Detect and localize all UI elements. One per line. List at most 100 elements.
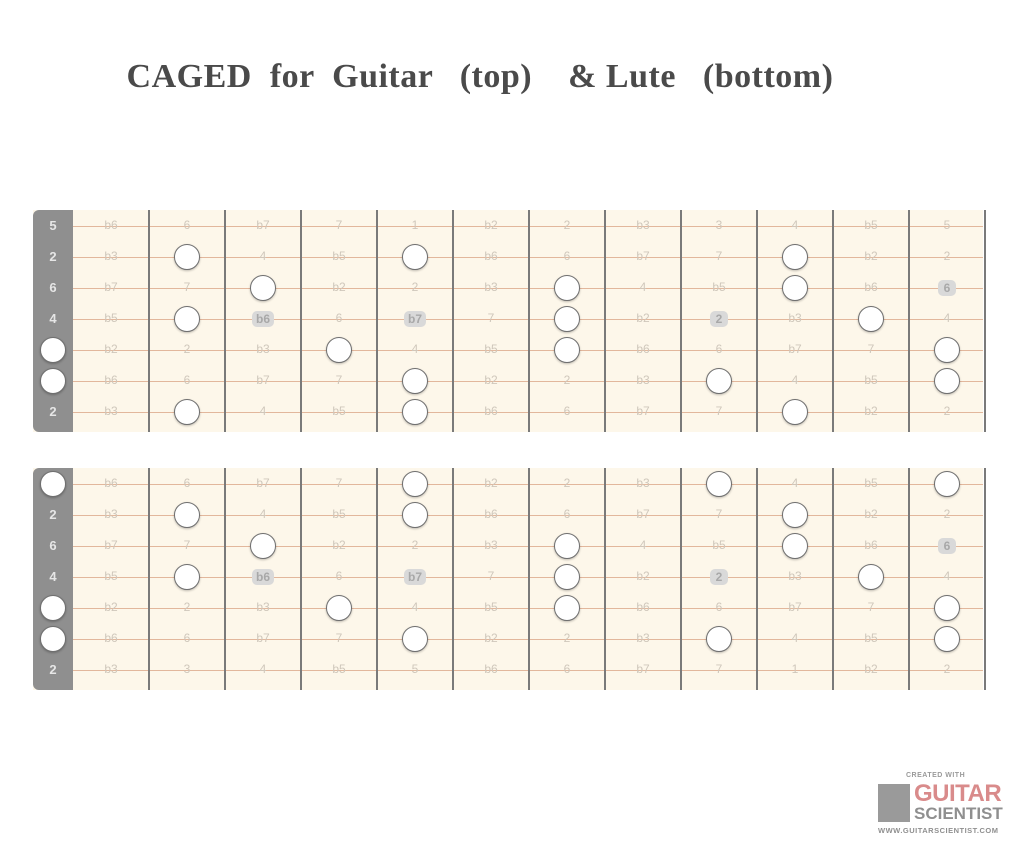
note-dot bbox=[858, 564, 884, 590]
interval-label: b7 bbox=[256, 631, 270, 645]
interval-label: b5 bbox=[484, 342, 498, 356]
interval-label: 2 bbox=[563, 631, 571, 645]
interval-label: b2 bbox=[484, 373, 498, 387]
interval-label: 4 bbox=[791, 218, 799, 232]
logo-word-guitar: GUITAR bbox=[914, 780, 1002, 807]
interval-label: b6 bbox=[484, 404, 498, 418]
interval-label: b2 bbox=[104, 342, 118, 356]
nut-label: 5 bbox=[49, 218, 57, 233]
lute-fretboard: 2642b66b771b22b334b55b334b55b66b771b22b7… bbox=[33, 468, 986, 690]
note-dot bbox=[174, 306, 200, 332]
interval-label: 6 bbox=[563, 404, 571, 418]
interval-label: 4 bbox=[259, 404, 267, 418]
interval-label: b3 bbox=[788, 311, 802, 325]
note-dot bbox=[326, 337, 352, 363]
interval-label: 2 bbox=[943, 507, 951, 521]
logo-created-with: CREATED WITH bbox=[906, 772, 966, 779]
logo-word-scientist: SCIENTIST bbox=[914, 804, 1003, 823]
fret-wire bbox=[300, 468, 302, 690]
interval-label: b5 bbox=[864, 631, 878, 645]
interval-label: 5 bbox=[943, 218, 951, 232]
note-dot bbox=[174, 399, 200, 425]
fret-wire bbox=[984, 468, 986, 690]
interval-label: b2 bbox=[484, 218, 498, 232]
interval-label: 2 bbox=[943, 404, 951, 418]
note-dot bbox=[554, 306, 580, 332]
interval-label: 4 bbox=[791, 373, 799, 387]
interval-label: 4 bbox=[639, 280, 647, 294]
interval-label: b5 bbox=[104, 569, 118, 583]
interval-label: 1 bbox=[791, 662, 799, 676]
open-string-dot bbox=[40, 337, 66, 363]
interval-label: 1 bbox=[411, 218, 419, 232]
interval-label: b5 bbox=[332, 249, 346, 263]
interval-label: b7 bbox=[104, 280, 118, 294]
interval-label: 6 bbox=[715, 342, 723, 356]
interval-label: 2 bbox=[411, 538, 419, 552]
note-dot bbox=[402, 626, 428, 652]
note-dot bbox=[402, 502, 428, 528]
note-dot bbox=[554, 564, 580, 590]
interval-label: b6 bbox=[104, 631, 118, 645]
fret-wire bbox=[224, 468, 226, 690]
interval-label: 4 bbox=[411, 342, 419, 356]
fret-wire bbox=[908, 210, 910, 432]
fret-wire bbox=[756, 210, 758, 432]
interval-label: 6 bbox=[183, 373, 191, 387]
highlighted-interval: 6 bbox=[938, 280, 956, 296]
interval-label: 2 bbox=[563, 476, 571, 490]
note-dot bbox=[250, 533, 276, 559]
interval-label: b6 bbox=[484, 249, 498, 263]
note-dot bbox=[782, 275, 808, 301]
interval-label: b7 bbox=[636, 662, 650, 676]
interval-label: 4 bbox=[259, 507, 267, 521]
interval-label: b3 bbox=[636, 631, 650, 645]
interval-label: 4 bbox=[259, 662, 267, 676]
note-dot bbox=[934, 368, 960, 394]
interval-label: 4 bbox=[259, 249, 267, 263]
interval-label: b6 bbox=[104, 218, 118, 232]
nut-label: 6 bbox=[49, 280, 57, 295]
interval-label: b2 bbox=[332, 538, 346, 552]
interval-label: 7 bbox=[867, 342, 875, 356]
interval-label: b5 bbox=[332, 662, 346, 676]
interval-label: b7 bbox=[256, 476, 270, 490]
note-dot bbox=[402, 368, 428, 394]
open-string-dot bbox=[40, 368, 66, 394]
interval-label: b6 bbox=[484, 662, 498, 676]
note-dot bbox=[402, 244, 428, 270]
interval-label: b6 bbox=[636, 600, 650, 614]
interval-label: 7 bbox=[715, 662, 723, 676]
nut-label: 4 bbox=[49, 311, 57, 326]
interval-label: b2 bbox=[636, 311, 650, 325]
interval-label: b7 bbox=[256, 373, 270, 387]
fret-wire bbox=[224, 210, 226, 432]
interval-label: b6 bbox=[484, 507, 498, 521]
fret-wire bbox=[680, 468, 682, 690]
interval-label: 7 bbox=[335, 373, 343, 387]
highlighted-interval: 6 bbox=[938, 538, 956, 554]
interval-label: b5 bbox=[864, 373, 878, 387]
interval-label: 2 bbox=[183, 342, 191, 356]
page-title: CAGED for Guitar (top) & Lute (bottom) bbox=[126, 58, 834, 95]
interval-label: b3 bbox=[636, 373, 650, 387]
interval-label: b3 bbox=[256, 342, 270, 356]
note-dot bbox=[174, 564, 200, 590]
interval-label: 6 bbox=[715, 600, 723, 614]
interval-label: b3 bbox=[636, 476, 650, 490]
note-dot bbox=[706, 626, 732, 652]
fret-wire bbox=[680, 210, 682, 432]
nut bbox=[33, 210, 73, 432]
guitar-scientist-logo: CREATED WITH GUITAR SCIENTIST WWW.GUITAR… bbox=[878, 772, 1003, 836]
note-dot bbox=[554, 595, 580, 621]
interval-label: b2 bbox=[484, 631, 498, 645]
interval-label: b5 bbox=[864, 218, 878, 232]
highlighted-interval: 2 bbox=[710, 311, 728, 327]
interval-label: 4 bbox=[411, 600, 419, 614]
interval-label: 4 bbox=[791, 476, 799, 490]
interval-label: b2 bbox=[864, 249, 878, 263]
interval-label: 2 bbox=[943, 249, 951, 263]
interval-label: b5 bbox=[864, 476, 878, 490]
note-dot bbox=[782, 399, 808, 425]
nut-label: 6 bbox=[49, 538, 57, 553]
